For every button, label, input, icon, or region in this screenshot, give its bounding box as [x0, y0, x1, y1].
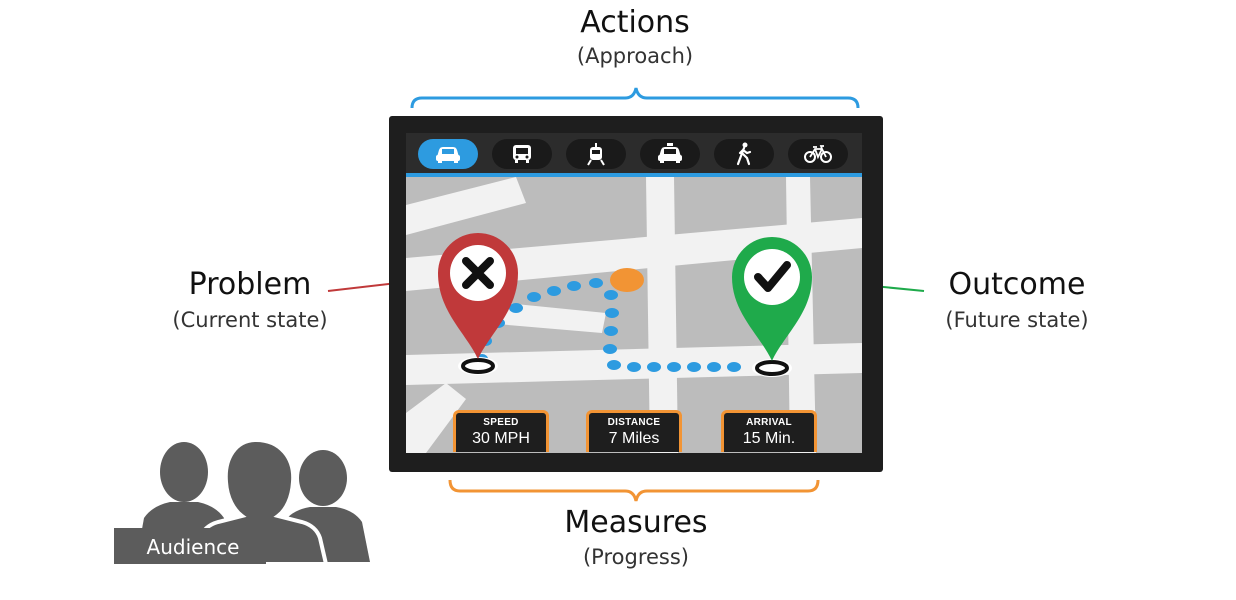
speed-label: SPEED	[483, 417, 519, 428]
mode-button-car[interactable]	[418, 139, 478, 169]
speed-value: 30 MPH	[472, 430, 530, 447]
outcome-subtitle: (Future state)	[945, 308, 1089, 332]
problem-pin	[438, 233, 518, 375]
speed-readout: SPEED 30 MPH	[453, 410, 549, 452]
mode-button-tram[interactable]	[566, 139, 626, 169]
mode-button-bus[interactable]	[492, 139, 552, 169]
distance-value: 7 Miles	[608, 430, 660, 447]
problem-subtitle: (Current state)	[172, 308, 328, 332]
map-view[interactable]	[406, 173, 862, 453]
actions-label-group: Actions (Approach)	[535, 8, 735, 67]
outcome-label-group: Outcome (Future state)	[912, 270, 1122, 331]
distance-label: DISTANCE	[607, 417, 661, 428]
tram-icon	[587, 143, 605, 166]
measures-title: Measures	[564, 505, 708, 540]
mode-button-walk[interactable]	[714, 139, 774, 169]
map-graphic	[406, 173, 862, 453]
mode-button-taxi[interactable]	[640, 139, 700, 169]
audience-label: Audience	[146, 535, 240, 559]
waypoint-marker	[610, 268, 644, 292]
mode-button-bike[interactable]	[788, 139, 848, 169]
arrival-readout: ARRIVAL 15 Min.	[721, 410, 817, 452]
measures-bracket	[448, 479, 820, 502]
problem-title: Problem	[188, 267, 312, 302]
measures-subtitle: (Progress)	[582, 545, 689, 569]
arrival-label: ARRIVAL	[746, 417, 792, 428]
actions-bracket	[410, 87, 860, 109]
arrival-value: 15 Min.	[742, 430, 796, 447]
actions-title: Actions	[580, 5, 690, 40]
problem-label-group: Problem (Current state)	[150, 270, 350, 331]
actions-subtitle: (Approach)	[576, 44, 694, 68]
distance-readout: DISTANCE 7 Miles	[586, 410, 682, 452]
bike-icon	[804, 145, 832, 163]
taxi-icon	[658, 143, 682, 163]
transport-mode-bar	[406, 133, 862, 173]
car-icon	[436, 147, 460, 163]
bus-icon	[513, 145, 531, 163]
measures-label-group: Measures (Progress)	[536, 508, 736, 568]
audience-people-icon	[114, 437, 370, 566]
outcome-title: Outcome	[948, 267, 1086, 302]
walk-icon	[736, 142, 752, 166]
outcome-pin	[732, 237, 812, 377]
